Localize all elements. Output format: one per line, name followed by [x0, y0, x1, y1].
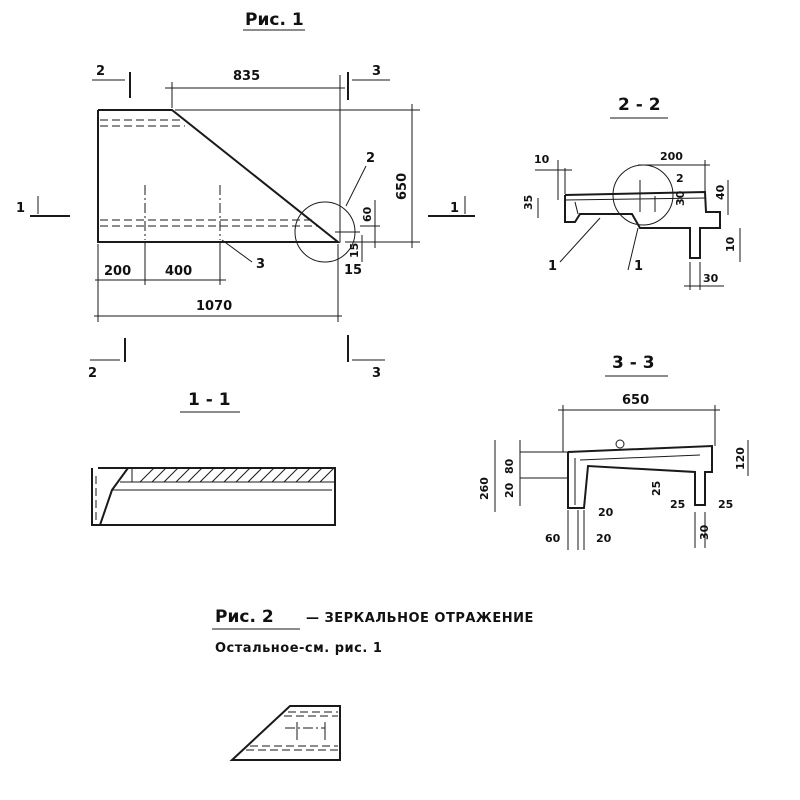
- section-2-2-title: 2 - 2: [618, 95, 661, 115]
- fig1-plan-view: [97, 109, 360, 263]
- dim-2-2-30: 30: [674, 190, 687, 206]
- section-3-3-profile: [567, 439, 713, 509]
- section-mark-3-top: 3: [372, 64, 381, 79]
- section-mark-2-top: 2: [96, 64, 105, 79]
- dim-3-3-80: 80: [503, 458, 516, 474]
- dim-200: 200: [104, 264, 131, 279]
- dim-3-3-25-vertical: 25: [650, 481, 663, 496]
- section-1-1-title: 1 - 1: [188, 390, 231, 410]
- dim-835: 835: [233, 69, 260, 84]
- section-3-3-title: 3 - 3: [612, 353, 655, 373]
- dim-3-3-20: 20: [503, 482, 516, 498]
- dim-3-3-20-lower: 20: [596, 532, 612, 545]
- dim-3-3-120: 120: [734, 447, 747, 470]
- dim-2-2-40: 40: [714, 184, 727, 200]
- section-mark-3-bottom: 3: [372, 366, 381, 381]
- dim-2-2-10-right: 10: [724, 236, 737, 252]
- dim-3-3-650: 650: [622, 393, 649, 408]
- dim-650-vertical: 650: [395, 173, 410, 200]
- plan-outline: [97, 109, 341, 243]
- section-mark-1-right: 1: [450, 201, 459, 216]
- dim-2-2-35: 35: [522, 195, 535, 210]
- dim-3-3-25-right: 25: [718, 498, 733, 511]
- hatched-area: [131, 467, 336, 483]
- dim-3-3-60: 60: [545, 532, 561, 545]
- dim-2-2-30-bottom: 30: [703, 272, 719, 285]
- fig1-title: Рис. 1: [245, 10, 304, 30]
- fig2-title: Рис. 2: [215, 607, 274, 627]
- item-label-3: 3: [256, 257, 265, 272]
- dim-1070: 1070: [196, 299, 232, 314]
- fig2-note-mirror: — ЗЕРКАЛЬНОЕ ОТРАЖЕНИЕ: [306, 611, 534, 626]
- section-1-1-profile: [91, 467, 336, 526]
- dim-400: 400: [165, 264, 192, 279]
- dim-2-2-2: 2: [676, 172, 684, 185]
- fig2-note-rest: Остальное-см. рис. 1: [215, 641, 382, 656]
- lifting-loop: [615, 439, 625, 449]
- dim-3-3-30: 30: [698, 524, 711, 540]
- dim-2-2-200: 200: [660, 150, 683, 163]
- section-mark-1-left: 1: [16, 201, 25, 216]
- dim-15-horizontal: 15: [344, 263, 362, 278]
- detail-circle-2-2: [612, 164, 674, 226]
- leader-label-1a: 1: [548, 259, 557, 274]
- section-2-2-profile: [564, 164, 721, 259]
- dim-15-vertical: 15: [348, 243, 361, 258]
- dim-2-2-10-top: 10: [534, 153, 550, 166]
- dim-3-3-260: 260: [478, 477, 491, 500]
- dim-3-3-20-upper: 20: [598, 506, 614, 519]
- section-mark-2-bottom: 2: [88, 366, 97, 381]
- dim-60: 60: [361, 206, 374, 222]
- leader-label-1b: 1: [634, 259, 643, 274]
- dim-3-3-25-left: 25: [670, 498, 685, 511]
- fig2-mirrored-plan: [229, 705, 341, 761]
- detail-label-2: 2: [366, 151, 375, 166]
